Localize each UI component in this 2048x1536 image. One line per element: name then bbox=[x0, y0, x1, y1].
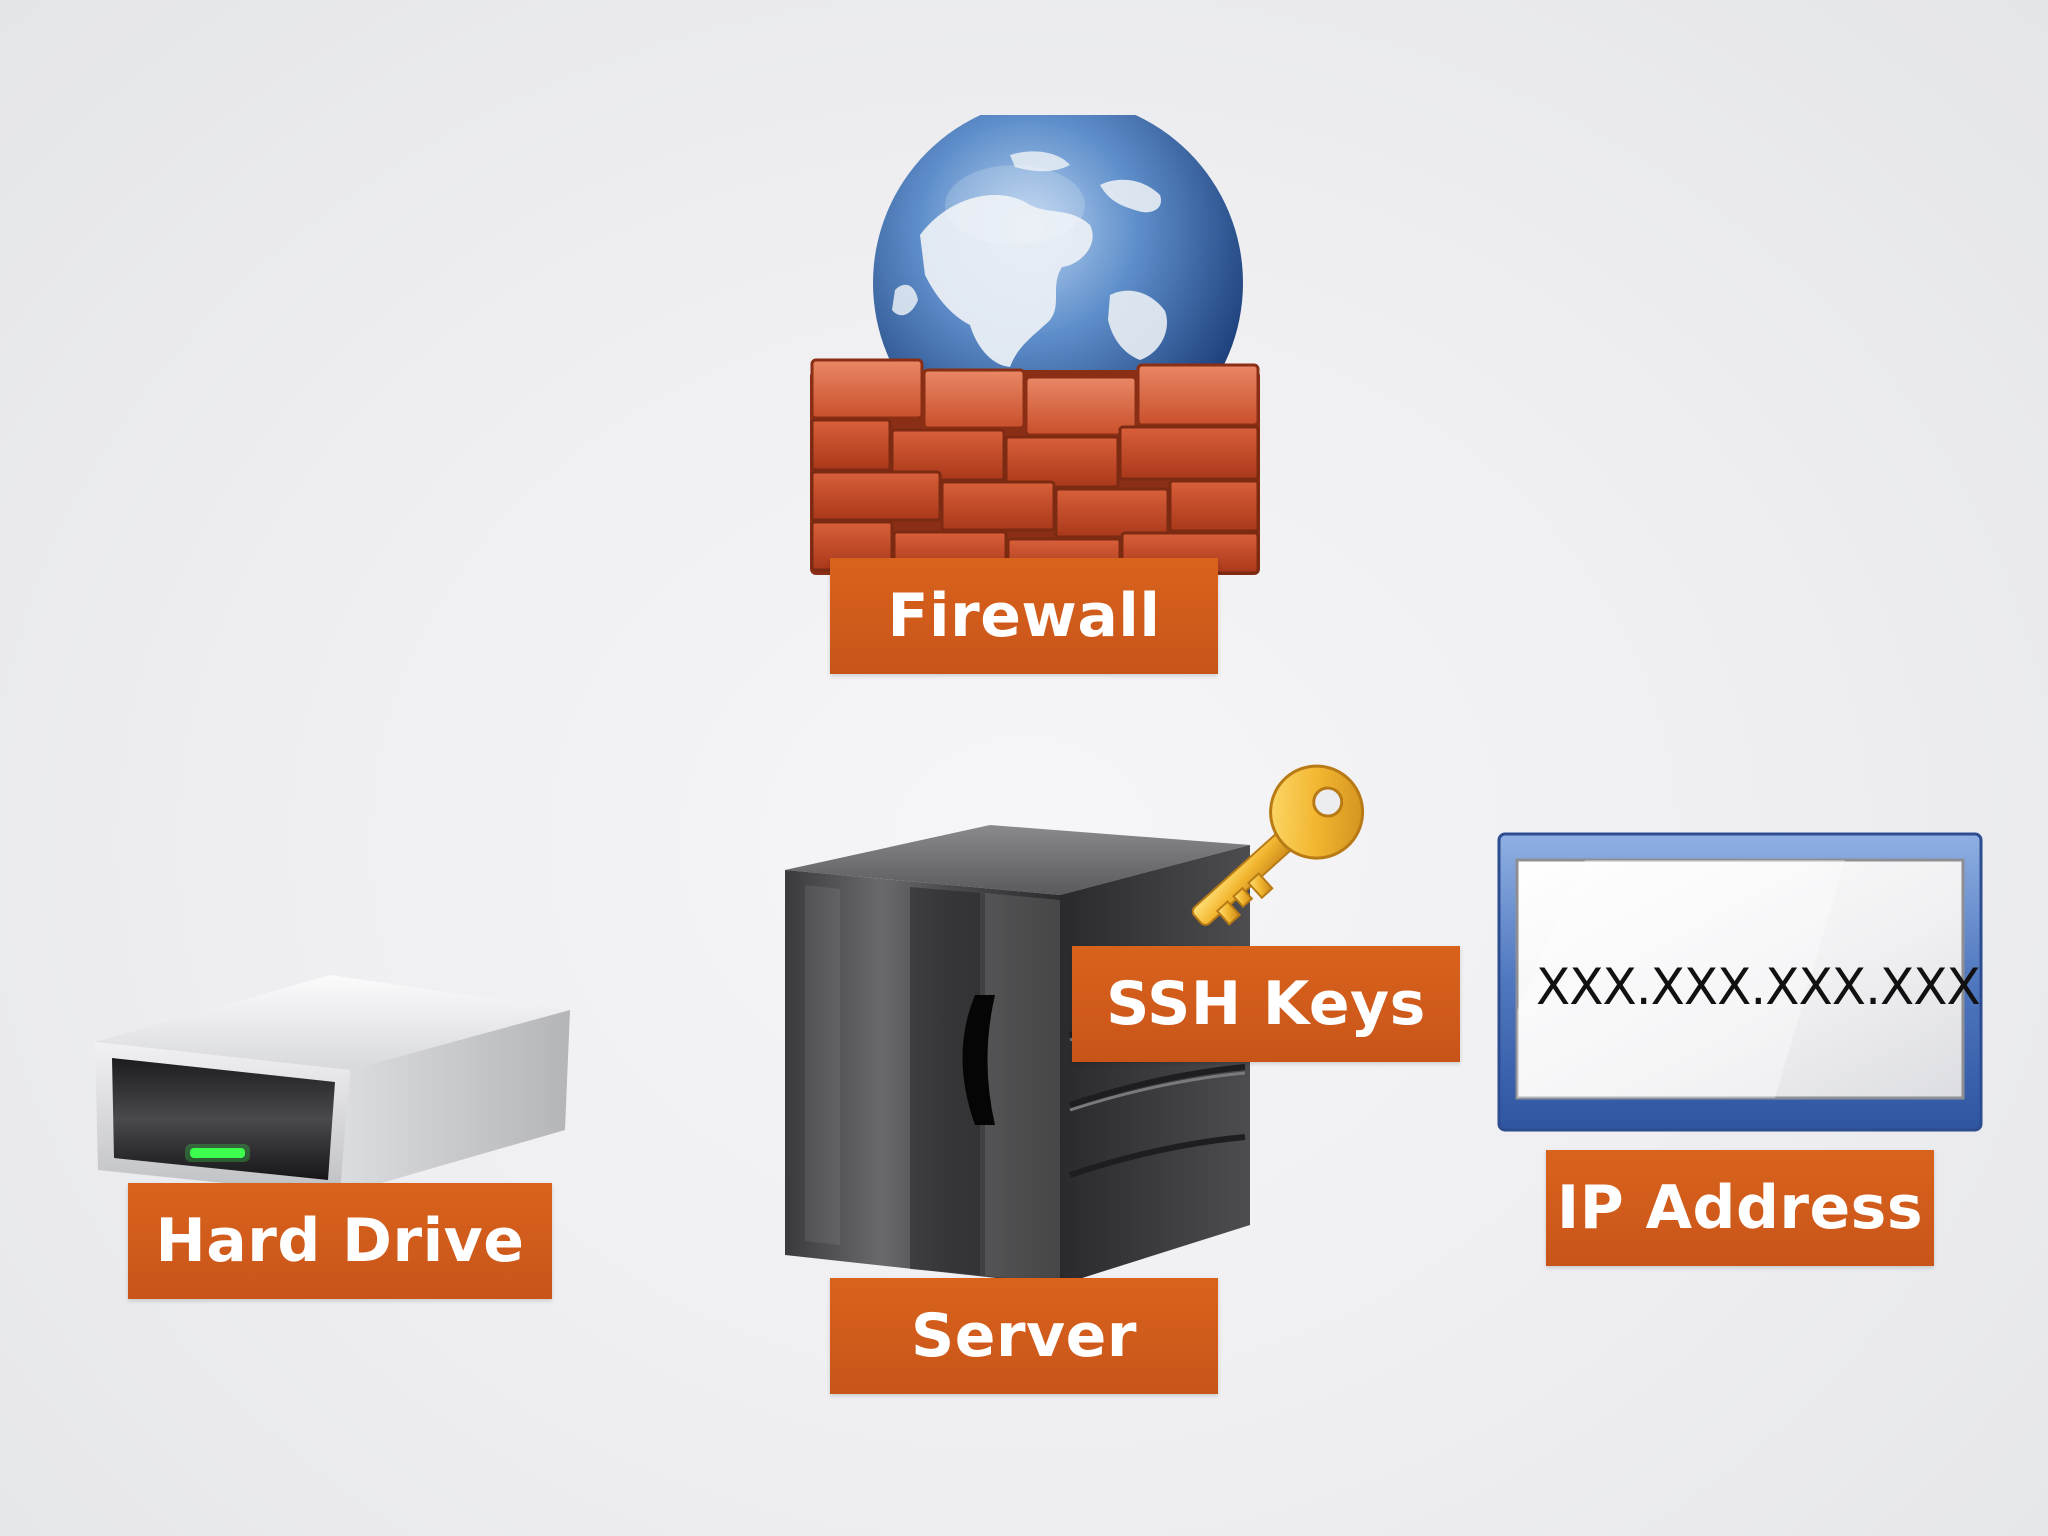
address-field-icon bbox=[1495, 830, 1985, 1135]
key-icon bbox=[1150, 750, 1390, 950]
firewall-icon bbox=[800, 115, 1270, 585]
firewall-label: Firewall bbox=[830, 558, 1218, 674]
server-label: Server bbox=[830, 1278, 1218, 1394]
ssh-keys-label: SSH Keys bbox=[1072, 946, 1460, 1062]
ip-address-label: IP Address bbox=[1546, 1150, 1934, 1266]
hard-drive-icon bbox=[90, 970, 580, 1200]
brick-wall-icon bbox=[810, 358, 1260, 577]
ip-address-value: XXX.XXX.XXX.XXX bbox=[1536, 958, 1981, 1016]
hard-drive-label: Hard Drive bbox=[128, 1183, 552, 1299]
